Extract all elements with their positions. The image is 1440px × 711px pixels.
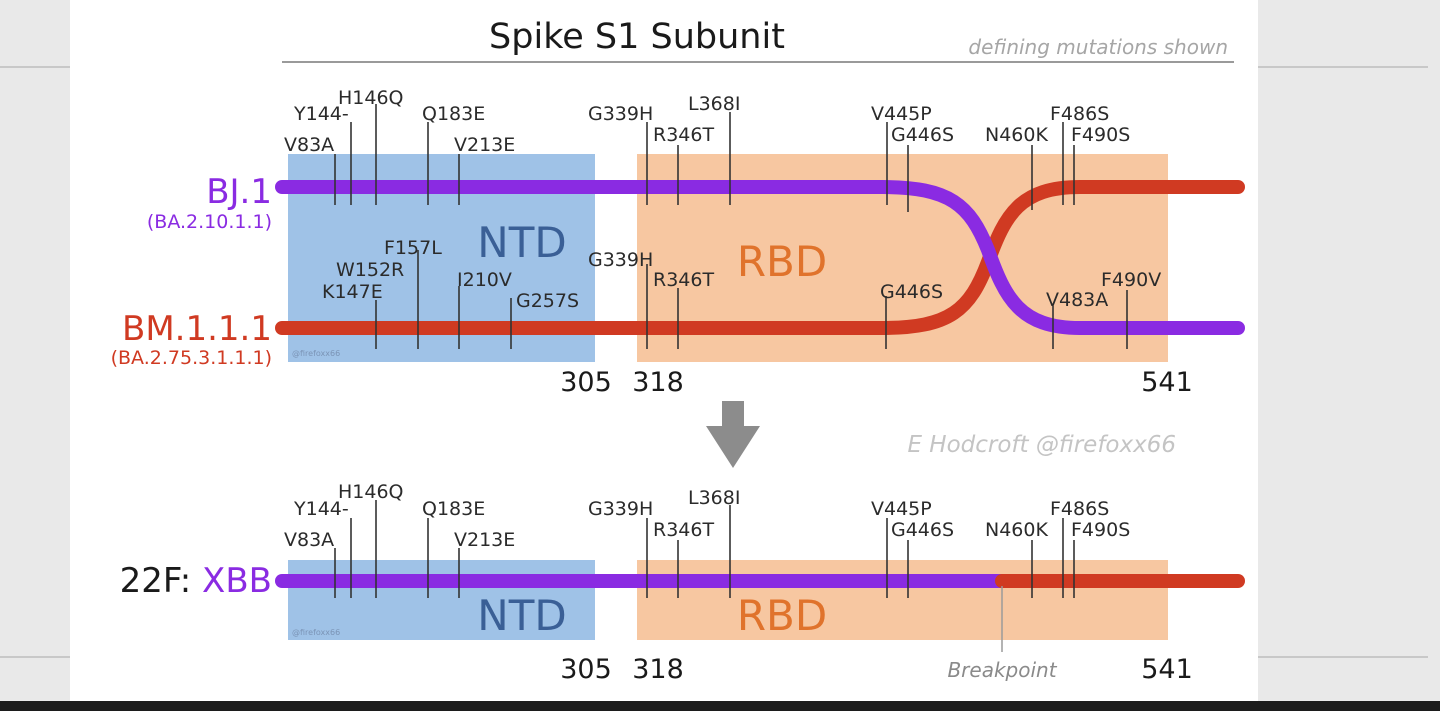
slide-rule-right <box>1258 66 1428 68</box>
mutation-label: N460K <box>985 519 1048 541</box>
mutation-label: V213E <box>454 529 515 551</box>
mutation-label: Y144- <box>293 498 349 520</box>
breakpoint-label: Breakpoint <box>947 658 1057 682</box>
mutation-label: F490V <box>1101 269 1161 291</box>
rbd-label: RBD <box>737 237 827 286</box>
bottom-bar <box>0 701 1440 711</box>
xbb-position-ntd-end: 305 <box>560 654 612 685</box>
xbb-rbd-region <box>637 560 1168 640</box>
mutation-label: K147E <box>322 281 383 303</box>
mutation-label: F486S <box>1050 103 1109 125</box>
xbb-prefix: 22F: XBB <box>120 561 272 601</box>
mutation-label: G339H <box>588 498 653 520</box>
diagram-subtitle: defining mutations shown <box>968 35 1228 59</box>
slide-rule-left-bottom <box>0 656 70 658</box>
xbb-prefix-text: 22F: <box>120 561 202 601</box>
xbb-mutation-ticks <box>334 500 1075 598</box>
mutation-label: G446S <box>891 519 954 541</box>
mutation-label: Q183E <box>422 498 485 520</box>
ntd-watermark: @firefoxx66 <box>292 349 340 358</box>
mutation-label: F490S <box>1071 519 1130 541</box>
bj1-mutation-ticks <box>334 104 1075 212</box>
bm-mutation-labels: K147E W152R F157L I210V G257S G339H R346… <box>322 237 1161 312</box>
xbb-ntd-label: NTD <box>477 591 566 640</box>
mutation-label: G339H <box>588 249 653 271</box>
mutation-label: V83A <box>284 134 334 156</box>
mutation-label: F490S <box>1071 124 1130 146</box>
xbb-mutation-labels: V83A Y144- H146Q Q183E V213E G339H R346T… <box>284 481 1130 551</box>
xbb-position-rbd-start: 318 <box>632 654 684 685</box>
down-arrow-icon <box>706 401 760 468</box>
mutation-label: R346T <box>653 124 714 146</box>
bj1-name: BJ.1 <box>206 172 272 212</box>
bm-alias: (BA.2.75.3.1.1.1) <box>111 347 272 369</box>
mutation-label: V83A <box>284 529 334 551</box>
mutation-label: R346T <box>653 269 714 291</box>
mutation-label: I210V <box>457 269 512 291</box>
mutation-label: W152R <box>336 259 404 281</box>
mutation-label: G257S <box>516 290 579 312</box>
mutation-label: L368I <box>688 93 740 115</box>
mutation-label: G446S <box>880 281 943 303</box>
recombination-diagram: Spike S1 Subunit defining mutations show… <box>111 17 1245 685</box>
diagram-title: Spike S1 Subunit <box>489 17 785 57</box>
xbb-name: XBB <box>202 561 272 601</box>
mutation-label: N460K <box>985 124 1048 146</box>
xbb-ntd-region <box>288 560 595 640</box>
mutation-label: Y144- <box>293 103 349 125</box>
mutation-label: V213E <box>454 134 515 156</box>
slide: Spike S1 Subunit defining mutations show… <box>70 0 1258 701</box>
slide-rule-left <box>0 66 70 68</box>
bm-mutation-ticks <box>375 250 1128 349</box>
mutation-label: L368I <box>688 487 740 509</box>
position-end: 541 <box>1141 367 1193 398</box>
mutation-label: F486S <box>1050 498 1109 520</box>
xbb-rbd-label: RBD <box>737 591 827 640</box>
slide-rule-right-bottom <box>1258 656 1428 658</box>
credit: E Hodcroft @firefoxx66 <box>907 432 1176 458</box>
mutation-label: V483A <box>1046 289 1108 311</box>
position-rbd-start: 318 <box>632 367 684 398</box>
position-ntd-end: 305 <box>560 367 612 398</box>
mutation-label: V445P <box>871 498 932 520</box>
mutation-label: H146Q <box>338 481 404 503</box>
mutation-label: G339H <box>588 103 653 125</box>
xbb-ntd-watermark: @firefoxx66 <box>292 628 340 637</box>
mutation-label: G446S <box>891 124 954 146</box>
bj1-alias: (BA.2.10.1.1) <box>147 211 272 233</box>
bj1-mutation-labels: V83A Y144- H146Q Q183E V213E G339H R346T… <box>284 87 1130 156</box>
mutation-label: V445P <box>871 103 932 125</box>
ntd-label: NTD <box>477 218 566 267</box>
mutation-label: F157L <box>384 237 442 259</box>
mutation-label: Q183E <box>422 103 485 125</box>
mutation-label: R346T <box>653 519 714 541</box>
bm-name: BM.1.1.1 <box>122 309 272 349</box>
bj1-strand <box>275 180 1245 335</box>
mutation-label: H146Q <box>338 87 404 109</box>
xbb-position-end: 541 <box>1141 654 1193 685</box>
